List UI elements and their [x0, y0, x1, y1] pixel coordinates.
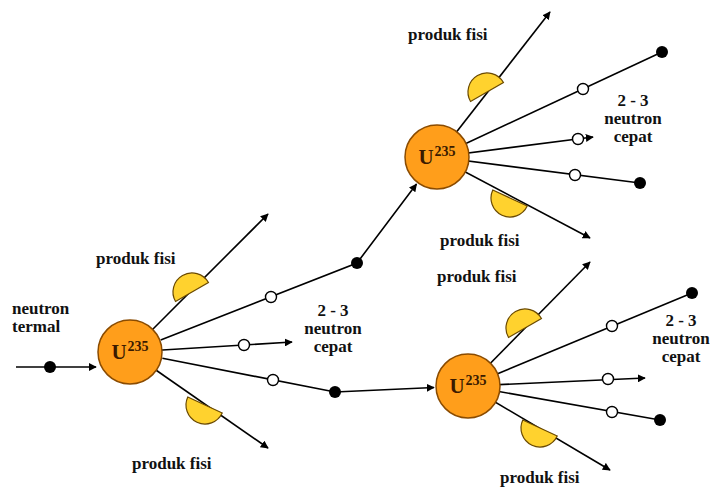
annotation-label: produk fisi: [437, 268, 537, 286]
annotation-label: produk fisi: [132, 455, 232, 473]
annotation-label: produk fisi: [96, 250, 196, 268]
annotation-label: produk fisi: [440, 232, 540, 250]
neutron-path: [161, 184, 417, 340]
annotation-label: 2 - 3 neutron cepat: [300, 302, 366, 356]
mass-number: 235: [466, 373, 487, 388]
annotation-label: produk fisi: [408, 26, 508, 44]
element-symbol: U: [111, 340, 126, 364]
annotation-label: produk fisi: [500, 469, 600, 487]
element-symbol: U: [418, 145, 433, 169]
uranium-nucleus: U235: [97, 319, 163, 385]
annotation-label: 2 - 3 neutron cepat: [648, 312, 714, 366]
neutron-path: [162, 358, 434, 392]
element-symbol: U: [449, 374, 464, 398]
mass-number: 235: [435, 144, 456, 159]
nucleus-label: U235: [111, 342, 148, 363]
uranium-nucleus: U235: [404, 124, 470, 190]
annotation-label: 2 - 3 neutron cepat: [600, 92, 666, 146]
nucleus-label: U235: [418, 147, 455, 168]
mass-number: 235: [128, 339, 149, 354]
annotation-label: neutron termal: [12, 300, 84, 336]
uranium-nucleus: U235: [435, 353, 501, 419]
nucleus-label: U235: [449, 376, 486, 397]
